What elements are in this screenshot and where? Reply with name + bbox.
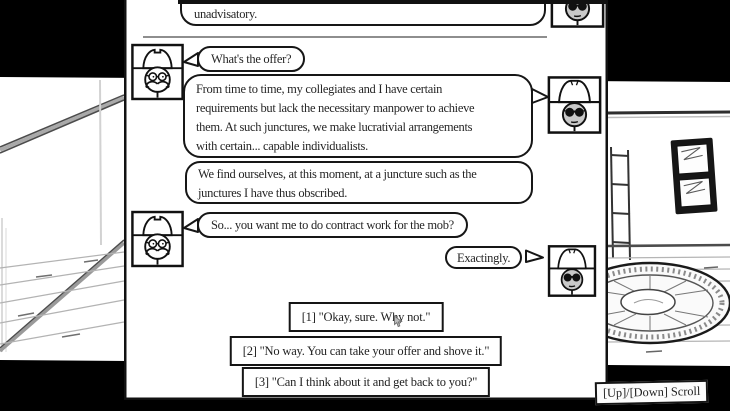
bubble-text: unadvisatory. (194, 7, 257, 21)
speech-bubble-mobster-exactingly: Exactingly. (445, 246, 523, 269)
bubble-line: We find ourselves, at this moment, at a … (198, 167, 477, 181)
bubble-text: So... you want me to do contract work fo… (211, 218, 454, 232)
mobster-avatar-icon (547, 245, 597, 297)
speech-bubble-mobster-offer: From time to time, my collegiates and I … (183, 74, 533, 158)
bubble-line: requirements but lack the necessitary ma… (196, 101, 475, 115)
bubble-line: From time to time, my collegiates and I … (196, 82, 443, 96)
speech-bubble-mobster-juncture: We find ourselves, at this moment, at a … (185, 161, 533, 204)
bubble-text: What's the offer? (211, 52, 292, 66)
dialogue-panel: unadvisatory. What's the offer? (124, 0, 608, 400)
mobster-avatar-icon (550, 0, 605, 28)
bubble-tail-right-icon (531, 88, 549, 104)
bubble-line: with certain... capable individualists. (196, 139, 368, 153)
speech-bubble-player-2: So... you want me to do contract work fo… (197, 212, 468, 238)
dialogue-option-1[interactable]: [1] "Okay, sure. Why not." (288, 302, 444, 332)
cutoff-edge (178, 0, 606, 4)
player-avatar-icon (131, 210, 184, 268)
bubble-text: Exactingly. (457, 251, 511, 265)
bubble-line: them. At such junctures, we make lucrati… (196, 120, 473, 134)
bubble-tail-left-icon (183, 52, 199, 67)
bubble-line: junctures I have thus obscribed. (198, 186, 348, 200)
right-wall-molding (607, 110, 730, 119)
dialogue-divider (143, 36, 547, 38)
window (670, 137, 718, 215)
bubble-tail-left-icon (183, 218, 199, 233)
mobster-avatar-icon (547, 76, 602, 134)
ladder (610, 146, 631, 261)
dialogue-option-3[interactable]: [3] "Can I think about it and get back t… (241, 367, 491, 397)
speech-bubble-player-1: What's the offer? (197, 46, 306, 72)
bubble-tail-right-icon (525, 249, 544, 263)
player-avatar-icon (131, 43, 184, 101)
mouse-cursor-icon (394, 315, 403, 328)
scroll-hint: [Up]/[Down] Scroll (594, 379, 709, 406)
dialogue-option-2[interactable]: [2] "No way. You can take your offer and… (229, 336, 503, 366)
speech-bubble-mobster-prev: unadvisatory. (180, 0, 546, 26)
left-floor (0, 239, 126, 353)
